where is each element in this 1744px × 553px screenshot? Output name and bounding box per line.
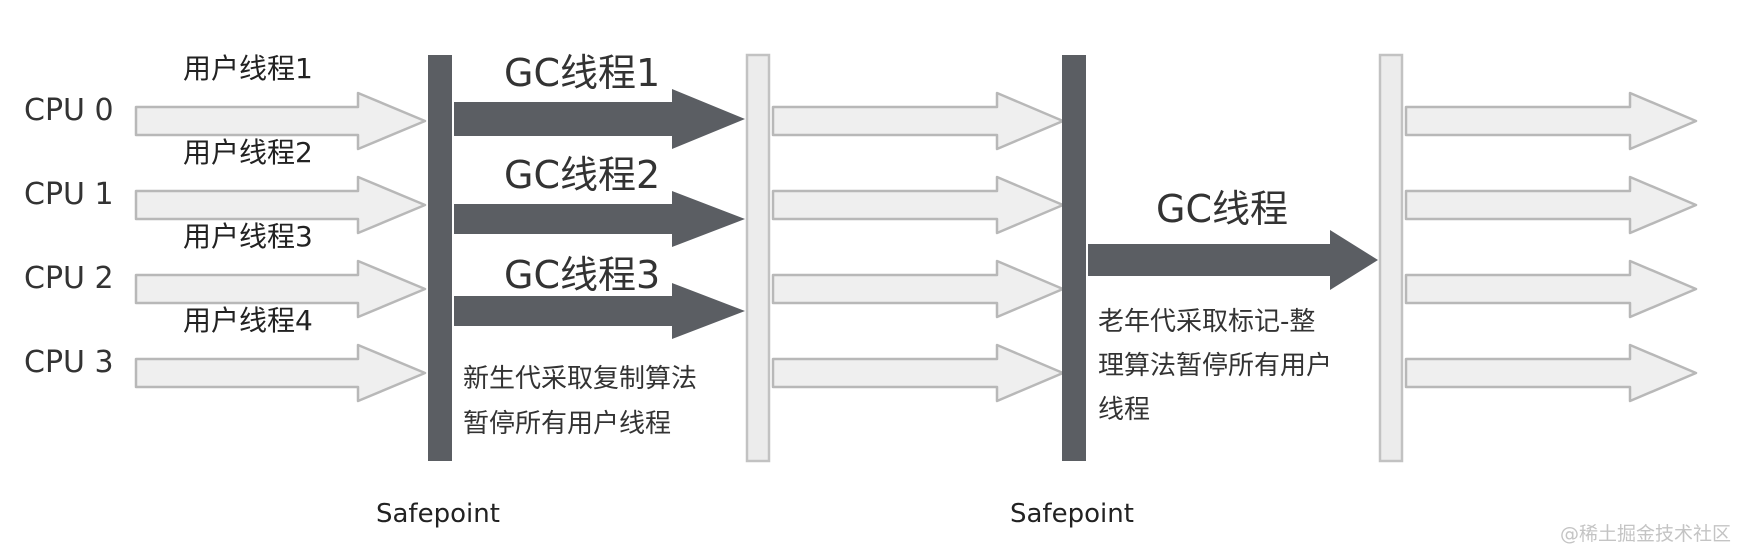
young-gen-note-line-1: 新生代采取复制算法 xyxy=(463,364,697,394)
old-gen-note-line-2: 理算法暂停所有用户 xyxy=(1098,351,1332,381)
resumed-thread-arrow-2 xyxy=(771,175,1065,235)
resumed-thread-arrow-1 xyxy=(771,91,1065,151)
cpu-label-2: CPU 2 xyxy=(24,261,114,296)
user-thread-arrow-1 xyxy=(134,91,427,151)
gc-thread-arrow-1 xyxy=(454,89,745,149)
old-gen-note-line-1: 老年代采取标记-整 xyxy=(1098,307,1315,337)
cpu-label-1: CPU 1 xyxy=(24,177,114,212)
gc-thread-label-2: GC线程2 xyxy=(504,153,660,197)
resumed-thread-arrow-4 xyxy=(771,343,1065,403)
final-thread-arrow-4 xyxy=(1404,343,1698,403)
user-thread-arrow-4 xyxy=(134,343,427,403)
old-gc-thread-label: GC线程 xyxy=(1156,187,1288,231)
gc-thread-label-3: GC线程3 xyxy=(504,253,660,297)
resumed-thread-arrows xyxy=(771,91,1065,403)
resume-barrier-2 xyxy=(1378,53,1404,463)
final-thread-arrow-2 xyxy=(1404,175,1698,235)
cpu-label-3: CPU 3 xyxy=(24,345,114,380)
gc-thread-arrow-3 xyxy=(454,283,745,339)
user-thread-label-2: 用户线程2 xyxy=(183,136,313,169)
resume-barrier-1 xyxy=(745,53,771,463)
gc-thread-arrow-2 xyxy=(454,191,745,247)
final-thread-arrow-3 xyxy=(1404,259,1698,319)
young-gen-note-line-2: 暂停所有用户线程 xyxy=(463,409,671,439)
final-thread-arrows xyxy=(1404,91,1698,403)
user-thread-label-4: 用户线程4 xyxy=(183,304,313,337)
safepoint-barrier-1 xyxy=(428,55,452,461)
gc-thread-label-1: GC线程1 xyxy=(504,51,660,95)
user-thread-label-3: 用户线程3 xyxy=(183,220,313,253)
safepoint-label-1: Safepoint xyxy=(376,499,500,529)
old-gen-note-line-3: 线程 xyxy=(1098,395,1150,425)
old-gc-thread-arrow xyxy=(1088,230,1378,290)
resumed-thread-arrow-3 xyxy=(771,259,1065,319)
safepoint-barrier-2 xyxy=(1062,55,1086,461)
safepoint-label-2: Safepoint xyxy=(1010,499,1134,529)
cpu-label-0: CPU 0 xyxy=(24,93,114,128)
final-thread-arrow-1 xyxy=(1404,91,1698,151)
gc-thread-arrows xyxy=(454,89,745,339)
watermark: @稀土掘金技术社区 xyxy=(1560,523,1731,545)
user-thread-arrow-3 xyxy=(134,259,427,319)
user-thread-arrow-2 xyxy=(134,175,427,235)
user-thread-label-1: 用户线程1 xyxy=(183,52,313,85)
user-thread-arrows xyxy=(134,91,427,403)
